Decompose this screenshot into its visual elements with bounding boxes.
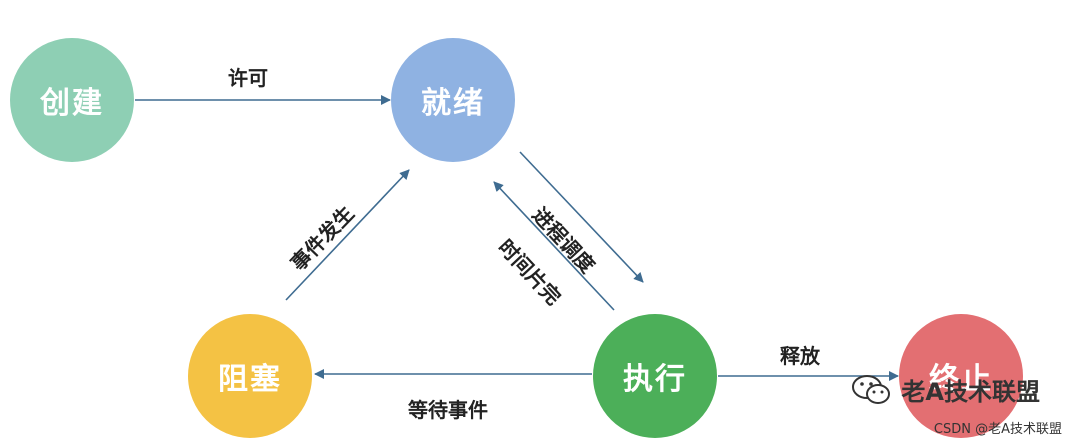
state-create-label: 创建 (40, 86, 104, 121)
watermark: 老A技术联盟 (851, 372, 1040, 407)
state-running-label: 执行 (623, 362, 687, 397)
state-terminated: 终止 (899, 314, 1023, 438)
state-ready: 就绪 (391, 38, 515, 162)
edge-label-permit: 许可 (228, 66, 268, 90)
state-running: 执行 (593, 314, 717, 438)
edge-label-wait-event: 等待事件 (408, 398, 488, 422)
csdn-credit: CSDN @老A技术联盟 (933, 422, 1062, 437)
edge-label-release: 释放 (780, 344, 820, 368)
state-create: 创建 (10, 38, 134, 162)
watermark-text: 老A技术联盟 (901, 378, 1040, 406)
arrow-running-to-ready (493, 181, 615, 311)
wechat-icon (852, 374, 891, 404)
state-blocked-label: 阻塞 (218, 362, 282, 397)
state-ready-label: 就绪 (421, 86, 485, 121)
arrow-ready-to-running (519, 151, 644, 283)
state-blocked: 阻塞 (188, 314, 312, 438)
arrow-blocked-to-ready (285, 169, 410, 301)
state-terminated-label: 终止 (929, 362, 993, 397)
